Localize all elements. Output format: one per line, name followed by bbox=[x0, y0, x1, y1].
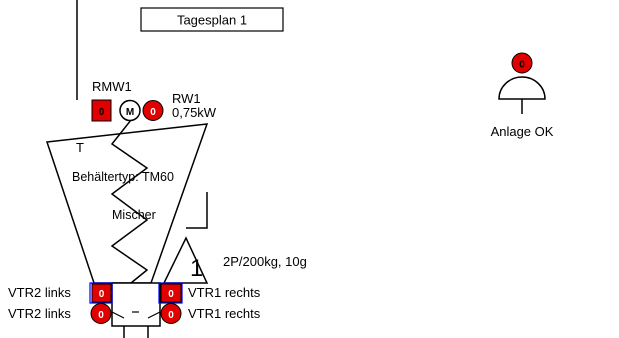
vtr1-right-bottom-value: 0 bbox=[168, 310, 174, 321]
rw-label: RW1 bbox=[172, 91, 201, 106]
rmw-label: RMW1 bbox=[92, 79, 132, 94]
vtr1-right-top-selection bbox=[158, 282, 183, 304]
schedule-button[interactable]: Tagesplan 1 bbox=[140, 7, 284, 32]
outlet-box bbox=[111, 282, 161, 327]
schedule-button-frame[interactable] bbox=[140, 7, 284, 32]
vtr1-right-top-value: 0 bbox=[168, 289, 174, 300]
alarm-indicator-value: 0 bbox=[519, 60, 525, 71]
scale-bracket bbox=[186, 192, 208, 229]
vtr2-left-bottom-circle[interactable] bbox=[90, 303, 112, 324]
agitator-shaft bbox=[110, 119, 149, 284]
scale-number: 1 bbox=[190, 255, 203, 282]
container-type-label: Behältertyp: TM60 bbox=[72, 170, 174, 184]
rmw-indicator-value: 0 bbox=[99, 107, 105, 118]
bell-dome bbox=[498, 76, 546, 100]
rw-indicator[interactable]: 0 bbox=[142, 100, 164, 121]
vtr2-left-top-label: VTR2 links bbox=[8, 285, 71, 300]
vtr1-right-bottom-indicator[interactable]: 0 bbox=[160, 303, 182, 324]
vtr2-left-bottom-indicator[interactable]: 0 bbox=[90, 303, 112, 324]
schedule-button-label: Tagesplan 1 bbox=[177, 13, 247, 28]
temperature-marker: T bbox=[76, 140, 84, 155]
vtr1-right-bottom-label: VTR1 rechts bbox=[188, 306, 261, 321]
rw-indicator-circle[interactable] bbox=[142, 100, 164, 121]
vtr2-left-bottom-value: 0 bbox=[98, 310, 104, 321]
alarm-indicator-circle[interactable] bbox=[511, 52, 533, 74]
rw-indicator-value: 0 bbox=[150, 107, 156, 118]
vtr2-left-top-value: 0 bbox=[99, 289, 105, 300]
vtr1-right-bottom-circle[interactable] bbox=[160, 303, 182, 324]
scale-spec: 2P/200kg, 10g bbox=[223, 254, 307, 269]
vtr2-left-top-box[interactable] bbox=[91, 283, 112, 303]
rmw-indicator[interactable]: 0 bbox=[91, 99, 112, 122]
vtr1-right-top-box[interactable] bbox=[160, 283, 182, 303]
motor-circle[interactable] bbox=[119, 99, 141, 122]
alarm-status-label: Anlage OK bbox=[491, 124, 554, 139]
vtr1-right-top-indicator[interactable]: 0 bbox=[158, 282, 183, 304]
outlet-gate-right bbox=[147, 311, 161, 319]
bell-icon bbox=[498, 76, 546, 114]
vtr2-left-bottom-label: VTR2 links bbox=[8, 306, 71, 321]
rw-power: 0,75kW bbox=[172, 105, 217, 120]
outlet-gate-left bbox=[111, 311, 125, 319]
motor-symbol[interactable]: M bbox=[119, 99, 141, 122]
rmw-indicator-box[interactable] bbox=[91, 99, 112, 122]
vtr2-left-top-indicator[interactable]: 0 bbox=[89, 282, 113, 304]
motor-symbol-label: M bbox=[126, 107, 134, 118]
alarm-widget[interactable]: 0 Anlage OK bbox=[491, 52, 554, 139]
mixer-label: Mischer bbox=[112, 208, 156, 222]
vtr1-right-top-label: VTR1 rechts bbox=[188, 285, 261, 300]
scale-triangle bbox=[162, 236, 209, 284]
